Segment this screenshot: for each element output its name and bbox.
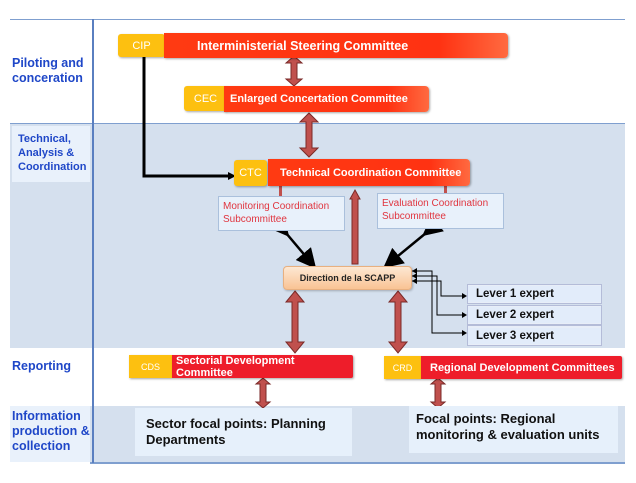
- lever-bus-1: [412, 270, 466, 334]
- cds-sector-double-arrow: [254, 377, 272, 409]
- cds-committee-bar[interactable]: Sectorial Development Committee: [172, 354, 353, 379]
- cec-code-badge: CEC: [184, 86, 227, 111]
- ctc-code-badge: CTC: [234, 160, 267, 186]
- lever2-arrowhead: [462, 312, 467, 318]
- cip-code-badge: CIP: [118, 34, 165, 57]
- row-label-piloting: Piloting and conceration: [12, 56, 84, 85]
- cds-committee-name: Sectorial Development Committee: [176, 354, 295, 379]
- cip-committee-name: Interministerial Steering Committee: [197, 38, 409, 53]
- evaluation-subcommittee[interactable]: Evaluation Coordination Subcommittee: [377, 193, 504, 229]
- monitoring-scapp-arrow: [268, 215, 317, 269]
- lever-3-expert[interactable]: Lever 3 expert: [467, 325, 602, 346]
- ctc-evaluation-link: [444, 186, 447, 196]
- cip-to-ctc-connector: [142, 57, 232, 178]
- scapp-arrowhead-2: [412, 273, 417, 279]
- crd-committee-bar[interactable]: Regional Development Committees: [421, 356, 622, 379]
- sector-focal-points-box: Sector focal points: Planning Department…: [135, 408, 352, 456]
- cds-code-badge: CDS: [129, 355, 172, 378]
- scapp-arrowhead-3: [412, 278, 417, 284]
- lever3-arrowhead: [462, 330, 467, 336]
- lever-1-expert[interactable]: Lever 1 expert: [467, 284, 602, 304]
- crd-committee-name: Regional Development Committees: [430, 361, 615, 374]
- row-label-technical: Technical, Analysis & Coordination: [18, 133, 87, 173]
- lever-bus-2: [412, 275, 466, 316]
- crd-code-badge: CRD: [384, 356, 421, 379]
- scapp-ctc-up-arrow: [349, 188, 361, 265]
- scapp-direction-box[interactable]: Direction de la SCAPP: [283, 266, 412, 290]
- ctc-monitoring-link: [279, 186, 282, 196]
- row-label-technical-box: [12, 126, 90, 182]
- piloting-technical-divider: [10, 123, 625, 124]
- row-label-information-box: [10, 406, 90, 462]
- evaluation-scapp-arrow: [383, 215, 444, 269]
- cec-committee-bar[interactable]: Enlarged Concertation Committee: [224, 86, 429, 112]
- regional-focal-points-box: Focal points: Regional monitoring & eval…: [409, 406, 618, 453]
- crd-regional-double-arrow: [429, 377, 447, 409]
- ctc-committee-name: Technical Coordination Committee: [280, 166, 462, 179]
- lever-2-expert[interactable]: Lever 2 expert: [467, 305, 602, 325]
- cip-cec-double-arrow: [284, 55, 304, 87]
- lever1-arrowhead: [462, 293, 467, 299]
- cip-committee-bar[interactable]: Interministerial Steering Committee: [164, 33, 508, 58]
- row-label-information: Information production & collection: [12, 409, 90, 453]
- row-label-reporting: Reporting: [12, 359, 72, 373]
- cec-ctc-double-arrow: [298, 112, 320, 158]
- monitoring-subcommittee[interactable]: Monitoring Coordination Subcommittee: [218, 196, 345, 231]
- ctc-committee-bar[interactable]: Technical Coordination Committee: [268, 159, 470, 186]
- scapp-cds-double-arrow: [284, 290, 306, 354]
- top-divider: [10, 19, 625, 20]
- scapp-crd-double-arrow: [387, 290, 409, 354]
- lever-bus-3: [412, 280, 466, 297]
- bottom-divider: [90, 462, 625, 464]
- scapp-arrowhead-1: [412, 268, 417, 274]
- cec-committee-name: Enlarged Concertation Committee: [230, 93, 408, 105]
- label-column-divider: [92, 19, 94, 463]
- cip-to-ctc-arrowhead: [228, 172, 236, 180]
